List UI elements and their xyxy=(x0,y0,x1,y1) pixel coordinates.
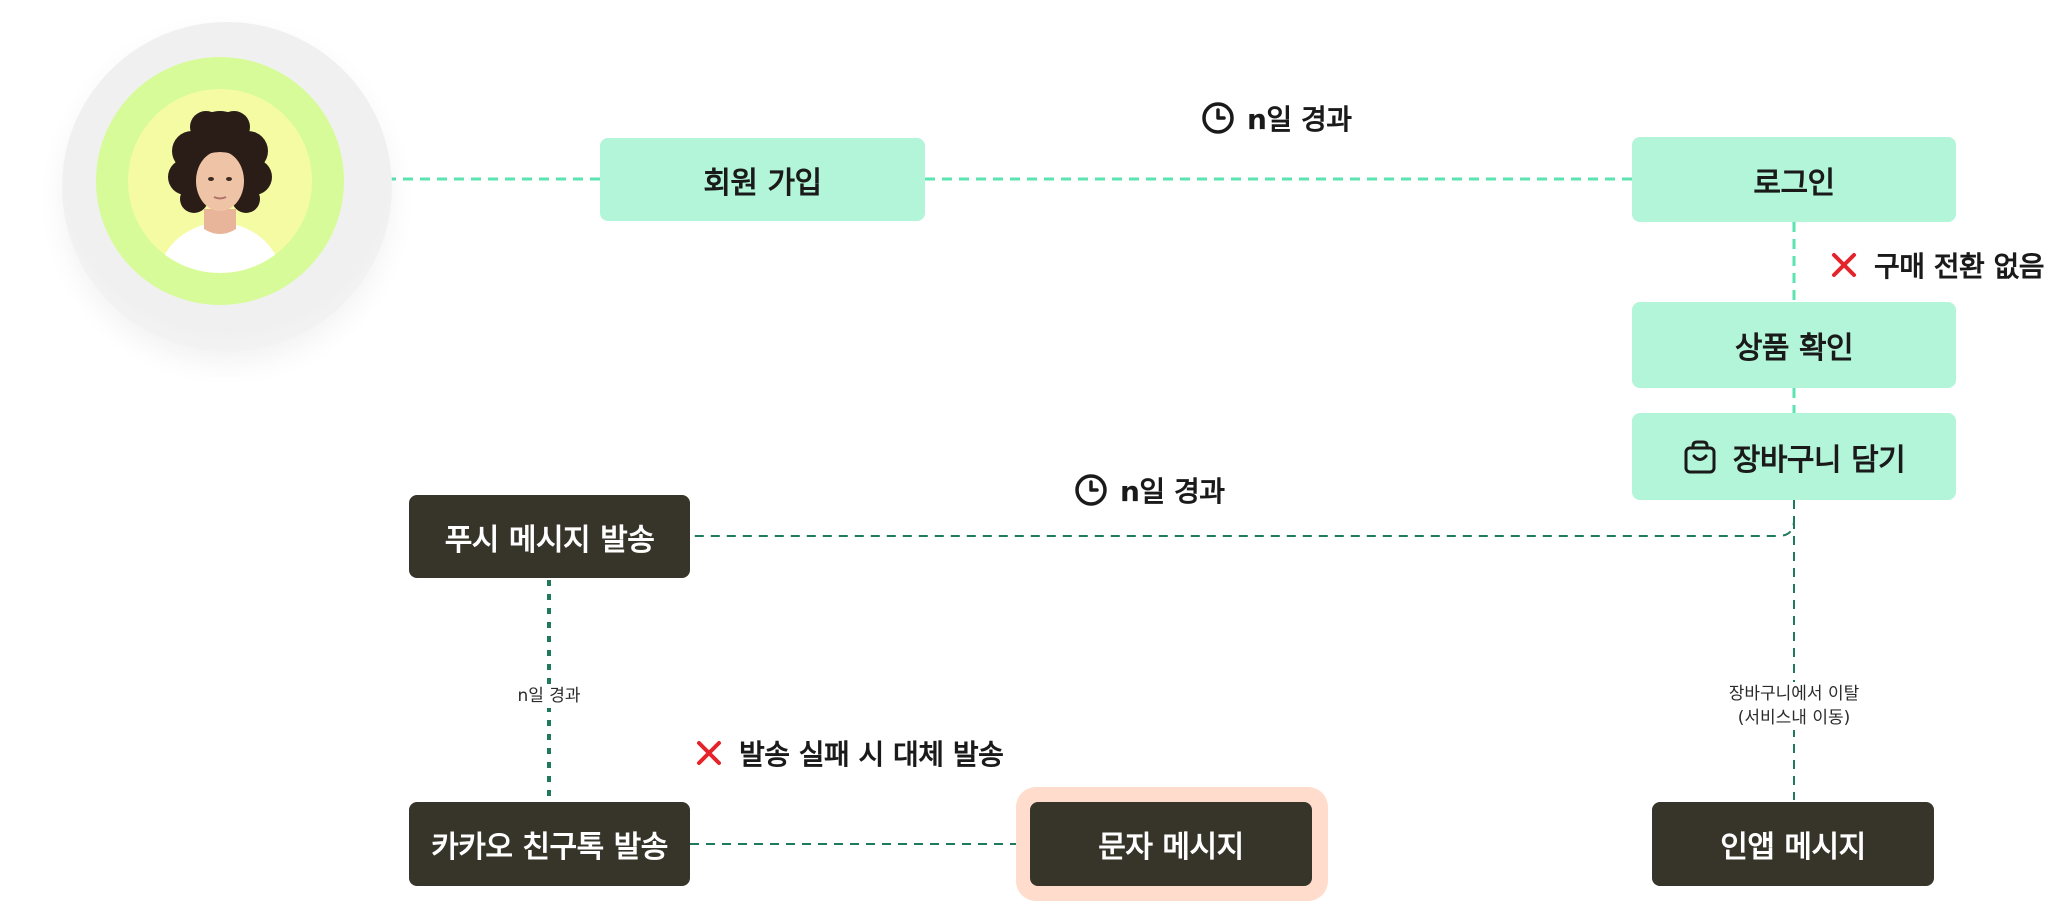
sms-label: 문자 메시지 xyxy=(1098,830,1244,865)
days-elapsed-mid: n일 경과 xyxy=(1074,470,1225,510)
days-elapsed-small: n일 경과 xyxy=(509,684,589,708)
inapp-message-label: 인앱 메시지 xyxy=(1720,830,1866,865)
kakao-message-node[interactable]: 카카오 친구톡 발송 xyxy=(409,802,690,886)
days-elapsed-mid-text: n일 경과 xyxy=(1120,475,1225,508)
cart-exit-line1: 장바구니에서 이탈 xyxy=(1728,684,1860,704)
link-cart-push xyxy=(690,500,1795,537)
kakao-message-label: 카카오 친구톡 발송 xyxy=(431,830,668,865)
login-node[interactable]: 로그인 xyxy=(1632,137,1956,222)
shopping-bag-icon xyxy=(1684,440,1716,473)
product-view-label: 상품 확인 xyxy=(1734,331,1854,366)
person-photo xyxy=(158,111,282,273)
days-elapsed-top: n일 경과 xyxy=(1201,98,1352,138)
no-purchase-label: 구매 전환 없음 xyxy=(1830,245,2045,285)
sms-node[interactable]: 문자 메시지 xyxy=(1030,802,1312,886)
cart-exit-label: 장바구니에서 이탈 (서비스내 이동) xyxy=(1714,682,1874,730)
avatar xyxy=(128,89,312,273)
add-cart-label: 장바구니 담기 xyxy=(1732,442,1906,478)
cross-icon xyxy=(697,741,721,765)
days-elapsed-top-text: n일 경과 xyxy=(1247,103,1352,136)
signup-label: 회원 가입 xyxy=(703,165,822,201)
inapp-message-node[interactable]: 인앱 메시지 xyxy=(1652,802,1934,886)
login-label: 로그인 xyxy=(1753,165,1835,201)
add-cart-node[interactable]: 장바구니 담기 xyxy=(1632,413,1956,500)
push-message-label: 푸시 메시지 발송 xyxy=(444,522,655,558)
product-view-node[interactable]: 상품 확인 xyxy=(1632,302,1956,388)
clock-icon xyxy=(1075,474,1107,506)
push-message-node[interactable]: 푸시 메시지 발송 xyxy=(409,495,690,578)
fallback-label: 발송 실패 시 대체 발송 xyxy=(695,733,1004,773)
no-purchase-text: 구매 전환 없음 xyxy=(1874,250,2045,283)
cross-icon xyxy=(1832,253,1856,277)
days-elapsed-small-text: n일 경과 xyxy=(517,686,581,706)
signup-node[interactable]: 회원 가입 xyxy=(600,138,925,221)
clock-icon xyxy=(1202,102,1234,134)
fallback-text: 발송 실패 시 대체 발송 xyxy=(739,738,1004,771)
cart-exit-line2: (서비스내 이동) xyxy=(1737,708,1851,728)
